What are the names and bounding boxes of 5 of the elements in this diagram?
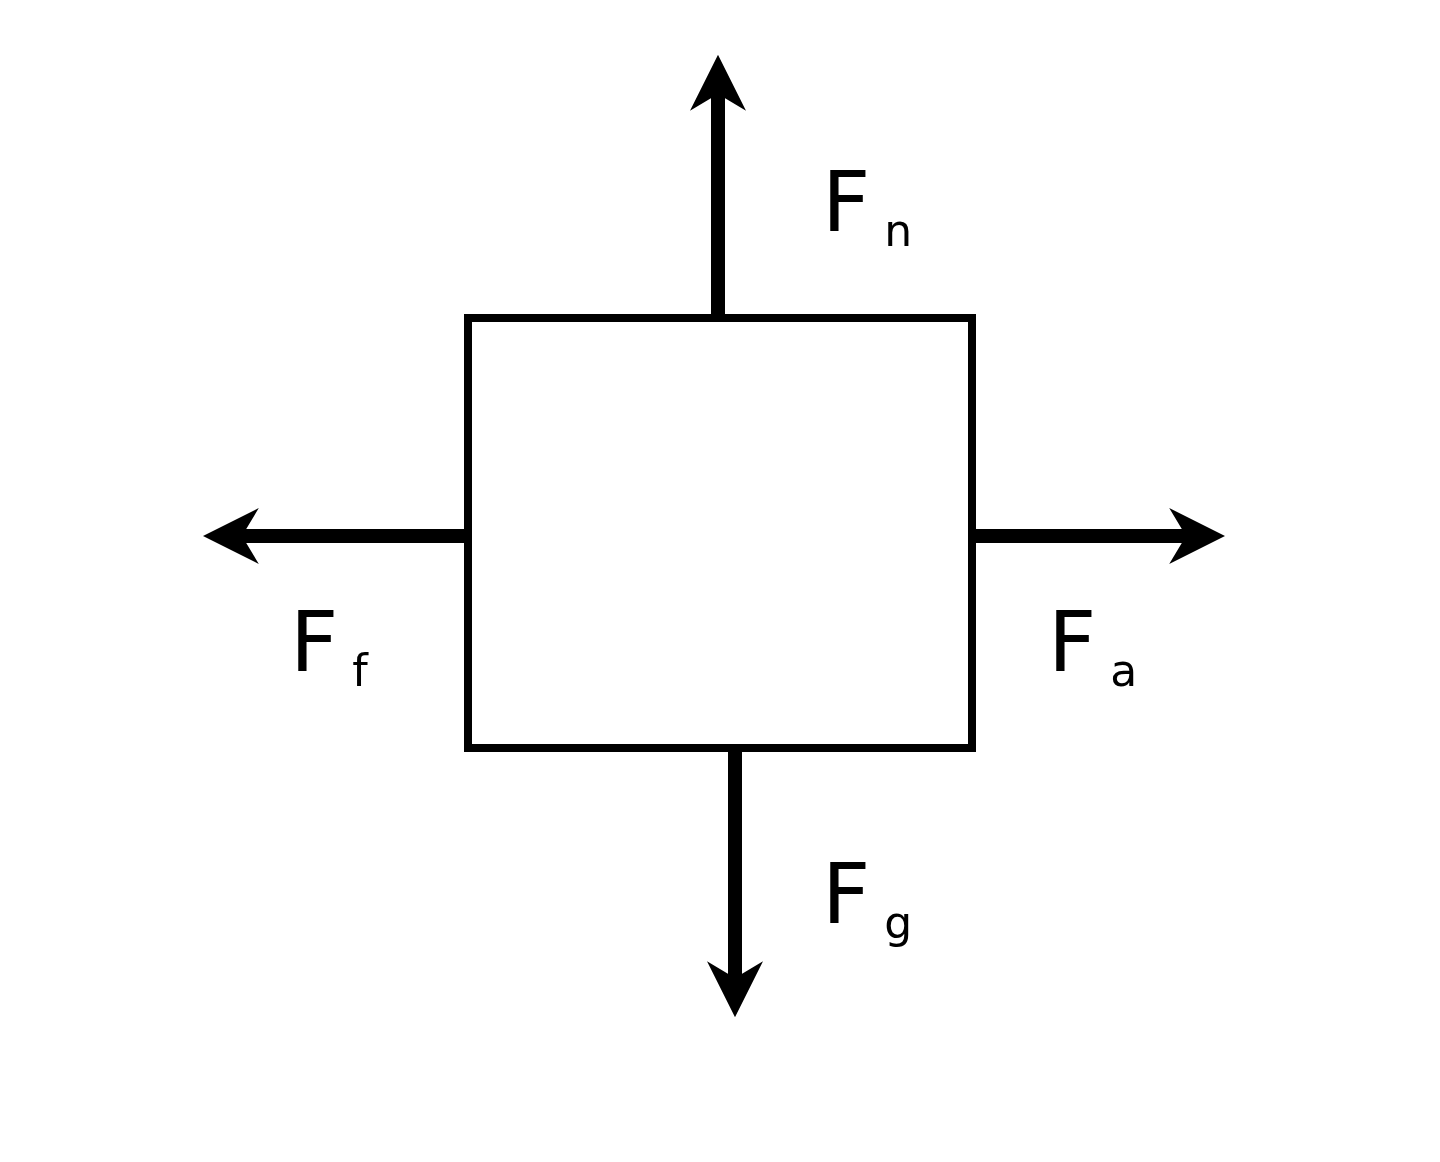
block-box (464, 314, 976, 752)
force-label: F$_{f}$ (290, 600, 368, 694)
force-label: F$_{n}$ (822, 160, 913, 254)
force-label: F$_{g}$ (822, 852, 913, 946)
force-label: F$_{a}$ (1048, 600, 1138, 694)
